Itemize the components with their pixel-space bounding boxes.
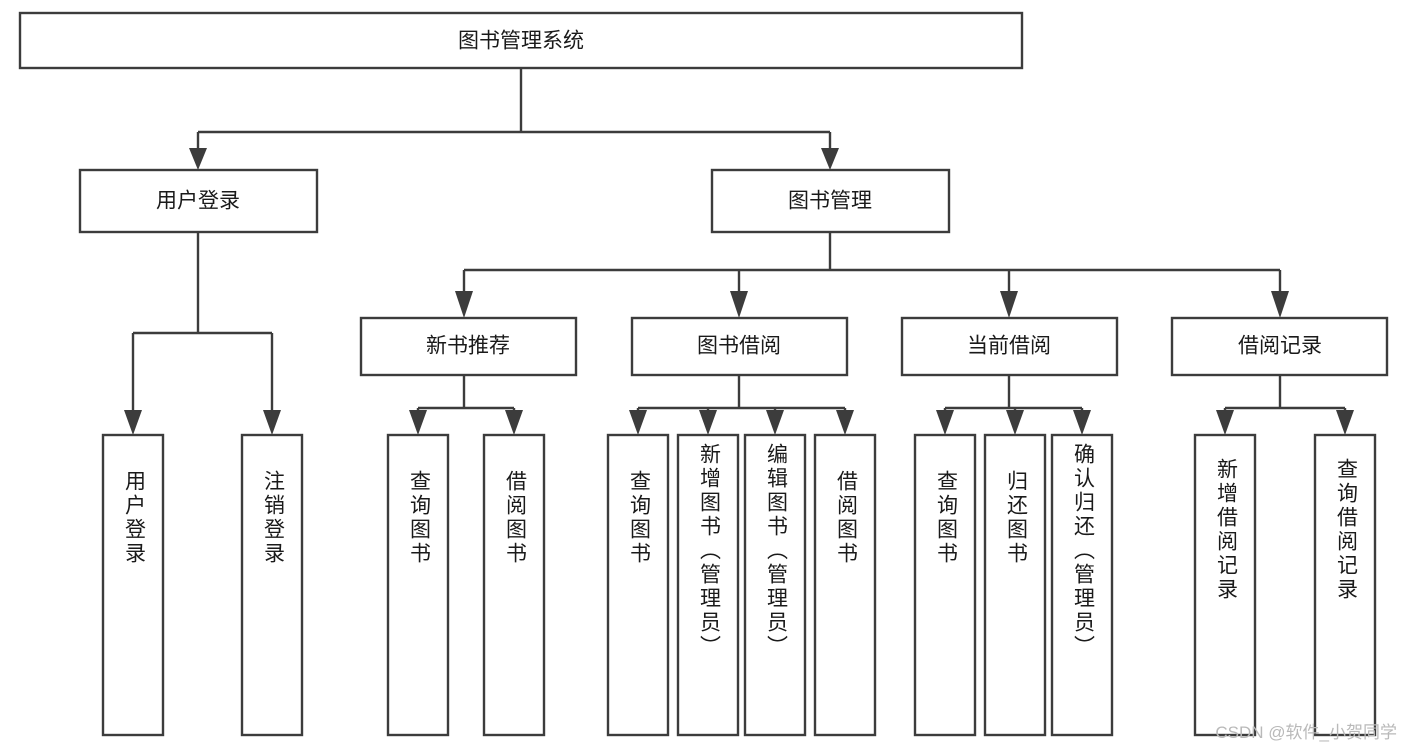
node-box[interactable] — [813, 433, 877, 737]
node-label: 借阅记录 — [1238, 335, 1322, 358]
node-label: 编辑图书（管理员） — [764, 443, 788, 659]
node-leaf-borrow-book-1[interactable]: 借阅图书 — [482, 433, 546, 737]
arrow-head-icon — [629, 410, 647, 435]
node-box[interactable] — [386, 433, 450, 737]
node-leaf-edit-book[interactable]: 编辑图书（管理员） — [743, 433, 807, 737]
node-box[interactable] — [606, 433, 670, 737]
connector-borrow-record-to-leaves — [1216, 375, 1354, 435]
node-user-login[interactable]: 用户登录 — [78, 168, 319, 234]
node-box[interactable] — [1193, 433, 1257, 737]
connector-root-to-level2 — [189, 68, 839, 170]
node-box[interactable] — [743, 433, 807, 737]
connector-new-book-to-leaves — [409, 375, 523, 435]
node-label: 确认归还（管理员） — [1071, 443, 1095, 659]
arrow-head-icon — [409, 410, 427, 435]
arrow-head-icon — [505, 410, 523, 435]
node-leaf-borrow-book-2[interactable]: 借阅图书 — [813, 433, 877, 737]
arrow-head-icon — [1216, 410, 1234, 435]
arrow-head-icon — [1000, 291, 1018, 318]
node-new-book-recommend[interactable]: 新书推荐 — [359, 316, 578, 377]
arrow-head-icon — [189, 148, 207, 170]
node-box[interactable] — [359, 316, 578, 377]
node-label: 查询图书 — [934, 470, 958, 566]
node-box[interactable] — [1050, 433, 1114, 737]
node-book-manage[interactable]: 图书管理 — [710, 168, 951, 234]
arrow-head-icon — [936, 410, 954, 435]
node-label: 借阅图书 — [503, 470, 527, 566]
arrow-head-icon — [1006, 410, 1024, 435]
arrow-head-icon — [1073, 410, 1091, 435]
connector-current-borrow-to-leaves — [936, 375, 1091, 435]
node-box[interactable] — [983, 433, 1047, 737]
node-label: 新书推荐 — [426, 335, 510, 358]
node-box[interactable] — [630, 316, 849, 377]
node-leaf-query-record[interactable]: 查询借阅记录 — [1313, 433, 1377, 737]
node-box[interactable] — [18, 11, 1024, 70]
node-book-borrow[interactable]: 图书借阅 — [630, 316, 849, 377]
node-root[interactable]: 图书管理系统 — [18, 11, 1024, 70]
connector-book-manage-to-level3 — [455, 232, 1289, 318]
arrow-head-icon — [1336, 410, 1354, 435]
arrow-head-icon — [1271, 291, 1289, 318]
arrow-head-icon — [699, 410, 717, 435]
node-label: 归还图书 — [1004, 470, 1028, 566]
node-leaf-query-book-2[interactable]: 查询图书 — [606, 433, 670, 737]
node-box[interactable] — [1313, 433, 1377, 737]
arrow-head-icon — [124, 410, 142, 435]
node-label: 用户登录 — [156, 190, 240, 213]
node-leaf-logout-login[interactable]: 注销登录 — [240, 433, 304, 737]
connector-book-borrow-to-leaves — [629, 375, 854, 435]
node-current-borrow[interactable]: 当前借阅 — [900, 316, 1119, 377]
node-leaf-user-login[interactable]: 用户登录 — [101, 433, 165, 737]
node-leaf-query-book-1[interactable]: 查询图书 — [386, 433, 450, 737]
node-label: 查询借阅记录 — [1334, 458, 1358, 602]
node-label: 图书管理 — [788, 190, 872, 213]
node-box[interactable] — [900, 316, 1119, 377]
node-label: 当前借阅 — [967, 335, 1051, 358]
arrow-head-icon — [836, 410, 854, 435]
node-leaf-add-book[interactable]: 新增图书（管理员） — [676, 433, 740, 737]
node-leaf-add-record[interactable]: 新增借阅记录 — [1193, 433, 1257, 737]
node-box[interactable] — [78, 168, 319, 234]
node-leaf-query-book-3[interactable]: 查询图书 — [913, 433, 977, 737]
node-label: 新增图书（管理员） — [697, 443, 721, 659]
arrow-head-icon — [455, 291, 473, 318]
node-label: 注销登录 — [261, 470, 285, 566]
node-leaf-confirm-return[interactable]: 确认归还（管理员） — [1050, 433, 1114, 737]
node-box[interactable] — [101, 433, 165, 737]
node-label: 查询图书 — [407, 470, 431, 566]
node-box[interactable] — [913, 433, 977, 737]
node-box[interactable] — [240, 433, 304, 737]
node-label: 用户登录 — [122, 470, 146, 566]
node-label: 图书借阅 — [697, 335, 781, 358]
arrow-head-icon — [730, 291, 748, 318]
node-label: 借阅图书 — [834, 470, 858, 566]
watermark-label: CSDN @软件_小贺同学 — [1215, 723, 1397, 742]
node-box[interactable] — [676, 433, 740, 737]
node-borrow-record[interactable]: 借阅记录 — [1170, 316, 1389, 377]
connector-user-login-to-leaves — [124, 232, 281, 435]
node-label: 图书管理系统 — [458, 30, 584, 53]
node-box[interactable] — [482, 433, 546, 737]
arrow-head-icon — [263, 410, 281, 435]
node-label: 新增借阅记录 — [1214, 458, 1238, 602]
arrow-head-icon — [821, 148, 839, 170]
node-leaf-return-book[interactable]: 归还图书 — [983, 433, 1047, 737]
node-box[interactable] — [710, 168, 951, 234]
node-box[interactable] — [1170, 316, 1389, 377]
node-label: 查询图书 — [627, 470, 651, 566]
arrow-head-icon — [766, 410, 784, 435]
